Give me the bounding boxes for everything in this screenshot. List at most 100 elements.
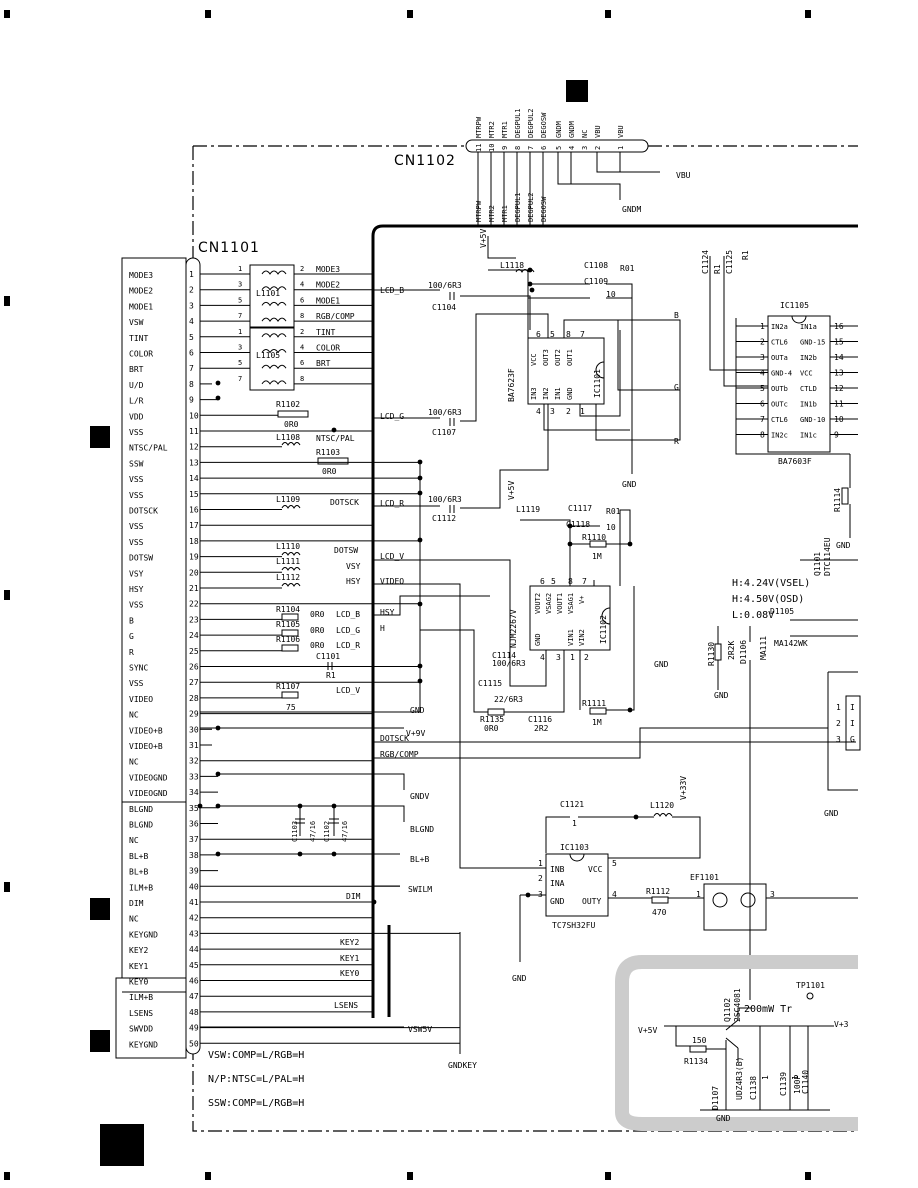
signal-name: VSS	[129, 491, 144, 500]
v9v-label: V+9V	[406, 729, 425, 738]
cn1101-pin-lines	[200, 273, 460, 1044]
routing-wire	[420, 629, 565, 713]
cn1101-pin-number: 8	[189, 380, 194, 389]
r1107-resistor	[281, 691, 299, 699]
r1107-value: 75	[286, 703, 296, 712]
ic1101: BA7623F IC1101 VCC OUT3 OUT2 OUT1 IN3 IN…	[507, 330, 605, 416]
r1104-ref: R1104	[276, 605, 300, 614]
c1118-value: 10	[606, 523, 616, 532]
junction-dot	[567, 541, 573, 547]
rgbcomp-bus-label: RGB/COMP	[380, 750, 419, 759]
cn1101-pin-number: 35	[189, 804, 199, 813]
routing-wire	[709, 256, 768, 387]
routing-wire	[374, 727, 828, 759]
routing-wire	[374, 289, 531, 330]
g-label: G	[674, 383, 679, 392]
voltage-3: L:0.08V	[732, 610, 774, 621]
signal-name: DIM	[129, 899, 144, 908]
gnd-label-2: GND	[714, 691, 729, 700]
routing-wire	[604, 319, 680, 391]
r1106-value: 0R0	[310, 641, 325, 650]
note-ssw: SSW:COMP=L/RGB=H	[208, 1098, 304, 1109]
cn1102-pin-label: DEGPUL1	[514, 108, 522, 138]
l1118-ref: L1118	[500, 261, 524, 270]
c1139-ref: C1139	[779, 1072, 788, 1096]
signal-name: ILM+B	[129, 993, 153, 1002]
cn1102-net-label: DEGPUL2	[527, 192, 535, 222]
signal-name: NTSC/PAL	[129, 444, 168, 453]
signal-name: VSS	[129, 601, 144, 610]
v5v-label-1: V+5V	[479, 229, 488, 248]
inset-gnd-label: GND	[716, 1114, 731, 1123]
c1138-value: 1	[761, 1075, 770, 1080]
c1108-ref: C1108	[584, 261, 608, 270]
signal-name: R	[129, 648, 134, 657]
r1106-net: LCD_R	[336, 641, 360, 650]
l1101-ref: L1101	[256, 289, 280, 298]
cn1101-pin-number: 7	[189, 364, 194, 373]
svg-text:INB: INB	[550, 865, 565, 874]
ic1105-right-label: IN1c	[800, 432, 817, 440]
ic1105-left-label: OUTc	[771, 401, 788, 409]
junction-dot	[627, 541, 633, 547]
gndkey-label: GNDKEY	[448, 1061, 477, 1070]
signal-name: KEY0	[129, 978, 148, 987]
cn1101-pin-number: 37	[189, 835, 199, 844]
cn1102-title: CN1102	[394, 153, 456, 169]
filter-left-pin: 3	[238, 344, 242, 352]
blgnd-label: BLGND	[410, 825, 434, 834]
ic1101-out2: OUT2	[554, 349, 562, 366]
cn1101-pin-number: 19	[189, 553, 199, 562]
cn1101-pin-number: 30	[189, 725, 199, 734]
routing-wire	[563, 319, 681, 441]
svg-text:I: I	[850, 719, 855, 728]
cn1101-pin-number: 11	[189, 427, 199, 436]
gnd-label-5: GND	[836, 541, 851, 550]
gnd-label-1: GND	[410, 706, 425, 715]
dotsck-bus-label: DOTSCK	[380, 734, 409, 743]
c1118-ref: C1118	[566, 520, 590, 529]
routing-wire	[218, 773, 405, 790]
junction-dot	[331, 851, 337, 857]
signal-name: VSS	[129, 428, 144, 437]
note-np: N/P:NTSC=L/PAL=H	[208, 1074, 304, 1085]
filter-net-name: MODE1	[316, 296, 340, 305]
ic1103-part: TC7SH32FU	[552, 921, 596, 930]
signal-name: L/R	[129, 397, 144, 406]
r1110-value: 1M	[592, 552, 602, 561]
junction-dot	[215, 803, 221, 809]
svg-text:2: 2	[836, 719, 841, 728]
svg-text:3: 3	[556, 653, 561, 662]
svg-text:I: I	[850, 703, 855, 712]
b-label: B	[674, 311, 679, 320]
cn1101-pin-number: 43	[189, 929, 199, 938]
svg-text:2: 2	[584, 653, 589, 662]
dotsw-net-label: DOTSW	[334, 546, 358, 555]
cn1101-pin-number: 23	[189, 615, 199, 624]
l1108-inductor	[281, 442, 301, 446]
junction-dot	[215, 395, 221, 401]
l1101-filter: L1101	[249, 264, 295, 328]
cn1102-connector: MTRPW11MTR210MTR19DEGPUL18DEGPUL27DEGOSW…	[394, 108, 649, 169]
cn1102-pin-label: MTRPW	[475, 116, 483, 138]
gndm-label: GNDM	[622, 205, 641, 214]
junction-dot	[529, 287, 535, 293]
tp1101-ref: TP1101	[796, 981, 825, 990]
cn1102-net-label: DEGPUL1	[514, 192, 522, 222]
svg-text:OUTY: OUTY	[582, 897, 601, 906]
signal-name: ILM+B	[129, 883, 153, 892]
svg-text:1: 1	[580, 407, 585, 416]
q1101-type: DTC114EU	[823, 537, 832, 576]
svg-text:1: 1	[538, 859, 543, 868]
cn1101-pin-number: 44	[189, 945, 199, 954]
routing-wire	[520, 509, 631, 586]
ic1105-right-label: IN2b	[800, 354, 817, 362]
svg-text:4: 4	[612, 890, 617, 899]
junction-dot	[215, 725, 221, 731]
cn1102-pin-label: VBU	[594, 125, 602, 138]
r1112-value: 470	[652, 908, 667, 917]
cn1101-pin-number: 39	[189, 867, 199, 876]
d1105-type: MA142WK	[774, 639, 808, 648]
svg-text:5: 5	[550, 330, 555, 339]
